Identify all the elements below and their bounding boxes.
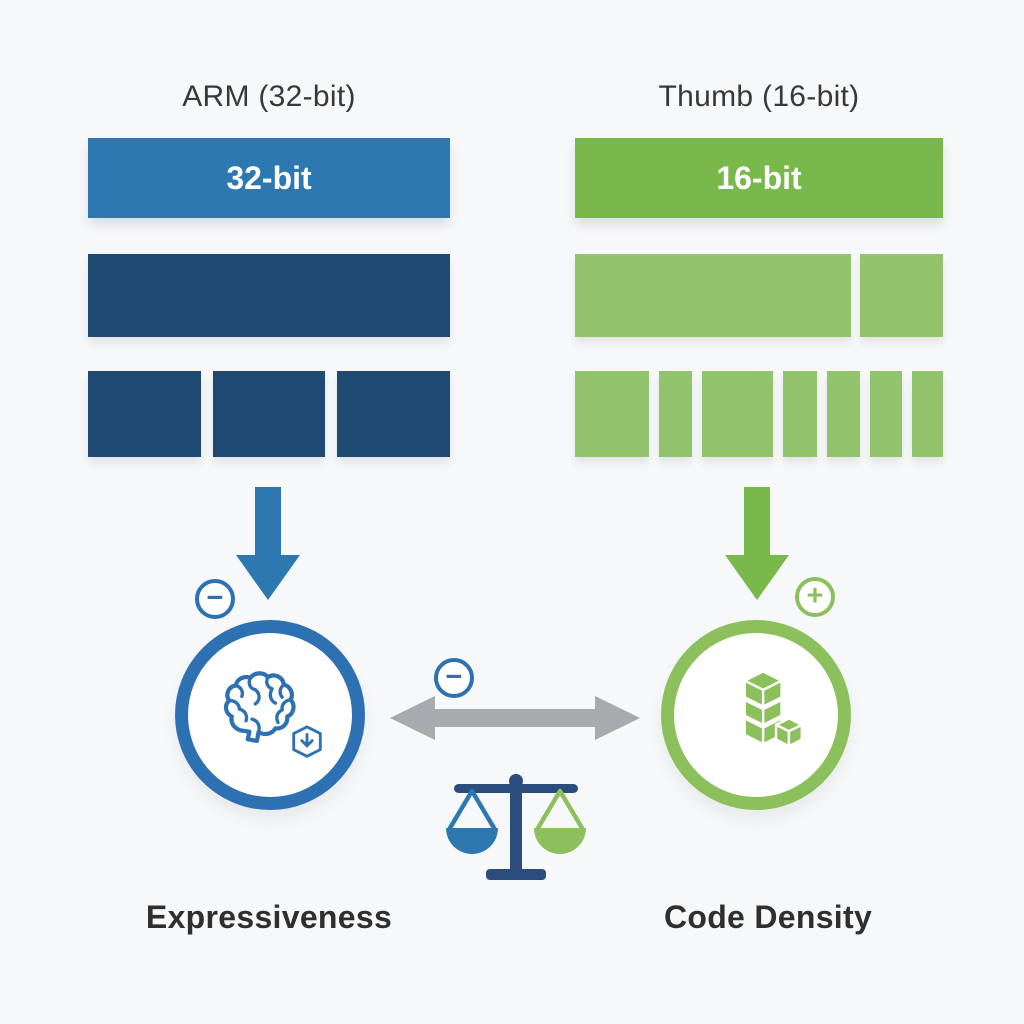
arm-bar-label: 32-bit — [226, 159, 312, 196]
expressiveness-label: Expressiveness — [145, 898, 393, 935]
memory-block — [212, 371, 326, 457]
thumb-column-title: Thumb (16-bit) — [658, 80, 860, 113]
thumb-instruction-row-2 — [575, 254, 943, 337]
tradeoff-arrow-icon — [390, 696, 640, 740]
code-density-label: Code Density — [663, 898, 873, 935]
memory-block — [88, 371, 201, 457]
memory-block — [869, 371, 902, 457]
thumb-instruction-row-3 — [575, 371, 943, 457]
cube-download-icon — [292, 725, 322, 758]
memory-block — [575, 371, 649, 457]
thumb-down-arrow-icon — [725, 487, 789, 600]
arm-column-title: ARM (32-bit) — [182, 80, 356, 113]
thumb-bar-label: 16-bit — [716, 159, 802, 196]
memory-block — [88, 254, 450, 337]
memory-block — [702, 371, 774, 457]
balance-scale-icon — [446, 774, 586, 880]
memory-block — [826, 371, 860, 457]
stacked-boxes-icon — [743, 670, 803, 748]
memory-block — [337, 371, 450, 457]
memory-block — [575, 254, 851, 337]
plus-badge-icon: + — [795, 577, 835, 617]
arm-down-arrow-icon — [236, 487, 300, 600]
arm-instruction-row-2 — [88, 254, 450, 337]
brain-icon — [223, 671, 296, 744]
memory-block — [659, 371, 693, 457]
thumb-instruction-width-bar: 16-bit — [575, 138, 943, 218]
arm-instruction-width-bar: 32-bit — [88, 138, 450, 218]
minus-badge-icon: − — [195, 579, 235, 619]
memory-block — [783, 371, 817, 457]
memory-block — [860, 254, 943, 337]
tradeoff-minus-badge-icon: − — [434, 658, 474, 698]
arm-instruction-row-3 — [88, 371, 450, 457]
memory-block — [912, 371, 943, 457]
